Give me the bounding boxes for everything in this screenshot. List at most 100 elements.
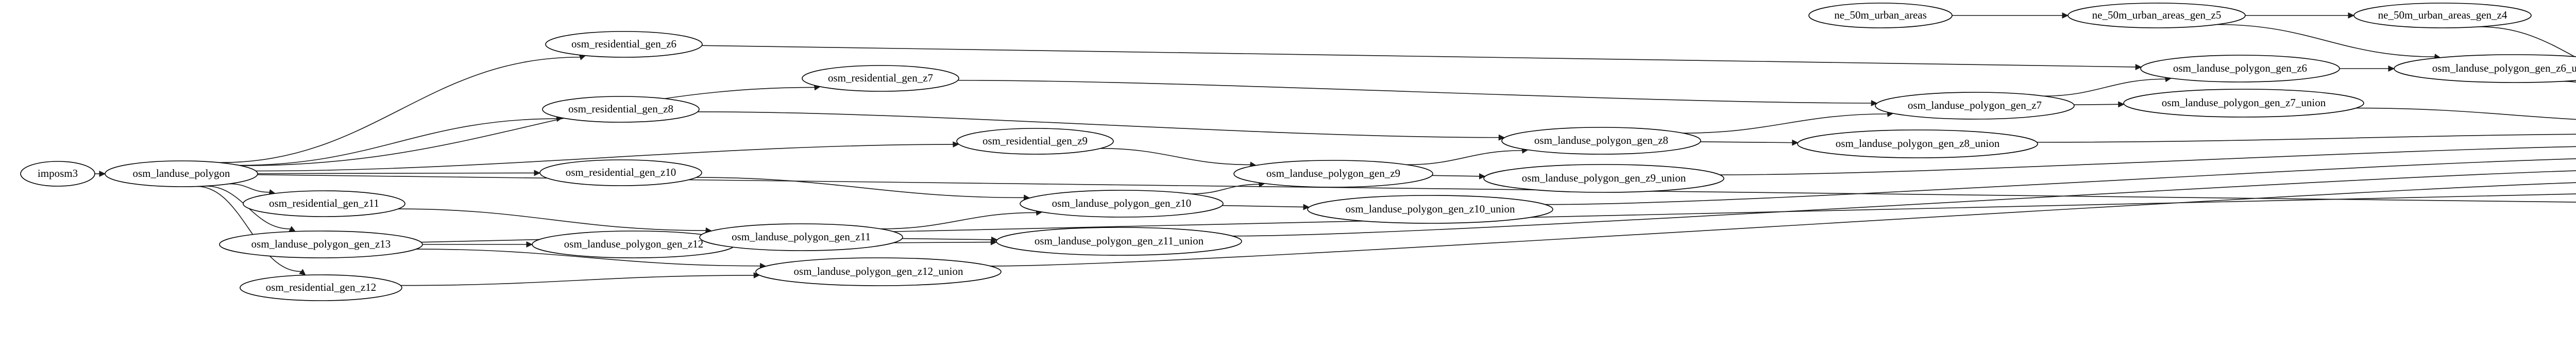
node-ne_50m_urban_areas_gen_z5[interactable]: ne_50m_urban_areas_gen_z5 (2067, 3, 2246, 28)
node-ne_50m_urban_areas[interactable]: ne_50m_urban_areas (1808, 3, 1953, 28)
node-osm_landuse_polygon_gen_z12_union[interactable]: osm_landuse_polygon_gen_z12_union (755, 257, 1002, 286)
node-osm_landuse_polygon_gen_z8[interactable]: osm_landuse_polygon_gen_z8 (1501, 127, 1701, 155)
edge-osm_residential_gen_z7-to-osm_landuse_polygon_gen_z7 (958, 79, 1872, 104)
arrowhead-icon (1792, 139, 1799, 146)
node-shape (545, 31, 703, 58)
arrowhead-icon (99, 171, 106, 177)
node-osm_landuse_polygon_gen_z10[interactable]: osm_landuse_polygon_gen_z10 (1020, 190, 1224, 218)
node-osm_residential_gen_z6[interactable]: osm_residential_gen_z6 (545, 31, 703, 58)
node-layer: imposm3 osm_landuse_polygon osm_residentia… (20, 3, 2576, 301)
node-label: osm_landuse_polygon_gen_z9_union (1522, 172, 1686, 184)
arrowhead-icon (991, 236, 998, 243)
node-ne_50m_urban_areas_gen_z4[interactable]: ne_50m_urban_areas_gen_z4 (2353, 3, 2532, 28)
edge-osm_landuse_polygon_gen_z10_union-to-layer_landuse_z10 (1545, 158, 2576, 205)
edge-osm_landuse_polygon-to-osm_residential_gen_z6 (219, 57, 580, 163)
node-shape (699, 223, 903, 251)
node-label: osm_landuse_polygon (133, 167, 230, 179)
node-label: osm_landuse_polygon_gen_z8 (1534, 134, 1668, 146)
arrowhead-icon (2135, 63, 2142, 70)
edge-osm_residential_gen_z6-to-osm_landuse_polygon_gen_z6 (702, 45, 2136, 68)
arrowhead-icon (2118, 101, 2125, 108)
node-shape (1875, 92, 2075, 120)
node-osm_landuse_polygon_gen_z7[interactable]: osm_landuse_polygon_gen_z7 (1875, 92, 2075, 120)
node-label: osm_landuse_polygon_gen_z7 (1908, 99, 2042, 111)
arrowhead-icon (2348, 12, 2355, 19)
node-shape (2067, 3, 2246, 28)
edge-osm_landuse_polygon_gen_z6_union-to-layer_landuse_z6 (2563, 80, 2576, 83)
edge-osm_landuse_polygon_gen_z10-to-osm_landuse_polygon_gen_z9 (1191, 184, 1259, 194)
node-osm_landuse_polygon_gen_z13[interactable]: osm_landuse_polygon_gen_z13 (219, 231, 423, 258)
edge-osm_landuse_polygon_gen_z9-to-osm_landuse_polygon_gen_z8 (1406, 150, 1522, 166)
node-label: osm_landuse_polygon_gen_z12_union (794, 265, 963, 277)
edge-osm_residential_gen_z9-to-osm_landuse_polygon_gen_z9 (1100, 147, 1250, 166)
node-label: osm_residential_gen_z8 (568, 103, 673, 115)
node-osm_landuse_polygon_gen_z8_union[interactable]: osm_landuse_polygon_gen_z8_union (1797, 129, 2038, 158)
arrowhead-icon (526, 241, 533, 248)
node-osm_residential_gen_z9[interactable]: osm_residential_gen_z9 (956, 128, 1114, 155)
node-osm_landuse_polygon_gen_z9[interactable]: osm_landuse_polygon_gen_z9 (1233, 160, 1433, 188)
arrowhead-icon (534, 170, 541, 176)
node-osm_landuse_polygon_gen_z7_union[interactable]: osm_landuse_polygon_gen_z7_union (2123, 89, 2364, 118)
node-shape (243, 190, 405, 217)
node-osm_landuse_polygon_gen_z10_union[interactable]: osm_landuse_polygon_gen_z10_union (1307, 195, 1553, 224)
node-shape (2140, 55, 2340, 83)
node-shape (996, 227, 1242, 256)
node-shape (2394, 54, 2576, 83)
node-osm_landuse_polygon_gen_z6_union[interactable]: osm_landuse_polygon_gen_z6_union (2394, 54, 2576, 83)
edge-osm_landuse_polygon_gen_z12_union-to-layer_landuse_z12 (990, 182, 2576, 267)
edge-osm_residential_gen_z11-to-osm_landuse_polygon_gen_z11 (398, 208, 706, 231)
node-imposm3[interactable]: imposm3 (20, 161, 95, 187)
edge-osm_landuse_polygon-to-osm_residential_gen_z7 (241, 87, 815, 167)
node-shape (802, 65, 959, 92)
edge-osm_residential_gen_z10-to-osm_landuse_polygon_gen_z10 (696, 177, 1024, 199)
node-label: ne_50m_urban_areas_gen_z4 (2378, 9, 2507, 21)
node-label: osm_landuse_polygon_gen_z10 (1052, 197, 1192, 209)
node-label: imposm3 (38, 167, 78, 179)
arrowhead-icon (1498, 134, 1505, 141)
arrowhead-icon (953, 141, 960, 148)
edge-osm_landuse_polygon_gen_z7-to-osm_landuse_polygon_gen_z7_union (2074, 104, 2119, 105)
edge-osm_residential_gen_z8-to-osm_landuse_polygon_gen_z8 (698, 111, 1499, 138)
node-shape (1233, 160, 1433, 188)
node-shape (219, 231, 423, 258)
node-osm_landuse_polygon_gen_z11_union[interactable]: osm_landuse_polygon_gen_z11_union (996, 227, 1242, 256)
node-osm_landuse_polygon_gen_z11[interactable]: osm_landuse_polygon_gen_z11 (699, 223, 903, 251)
edge-osm_landuse_polygon_gen_z9_union-to-layer_landuse_z9 (1720, 146, 2576, 175)
edge-osm_landuse_polygon_gen_z11-to-osm_landuse_polygon_gen_z11_union (902, 238, 992, 240)
node-osm_residential_gen_z10[interactable]: osm_residential_gen_z10 (539, 159, 702, 186)
node-osm_landuse_polygon[interactable]: osm_landuse_polygon (105, 160, 258, 187)
node-osm_landuse_polygon_gen_z9_union[interactable]: osm_landuse_polygon_gen_z9_union (1483, 164, 1724, 193)
node-shape (1307, 195, 1553, 224)
node-shape (1808, 3, 1953, 28)
node-osm_residential_gen_z12[interactable]: osm_residential_gen_z12 (240, 274, 402, 301)
node-shape (542, 96, 700, 123)
arrowhead-icon (1871, 100, 1878, 106)
node-label: osm_landuse_polygon_gen_z6_union (2432, 62, 2576, 74)
arrowhead-icon (2062, 12, 2069, 19)
node-label: osm_residential_gen_z9 (982, 135, 1088, 147)
node-shape (105, 160, 258, 187)
node-osm_residential_gen_z8[interactable]: osm_residential_gen_z8 (542, 96, 700, 123)
node-shape (1797, 129, 2038, 158)
edge-osm_landuse_polygon_gen_z9-to-osm_landuse_polygon_gen_z9_union (1432, 175, 1480, 177)
edge-osm_landuse_polygon-to-osm_residential_gen_z12 (197, 186, 301, 272)
node-label: osm_landuse_polygon_gen_z8_union (1836, 137, 2000, 150)
node-osm_residential_gen_z7[interactable]: osm_residential_gen_z7 (802, 65, 959, 92)
arrowhead-icon (1303, 204, 1310, 210)
node-osm_landuse_polygon_gen_z6[interactable]: osm_landuse_polygon_gen_z6 (2140, 55, 2340, 83)
node-shape (2123, 89, 2364, 118)
arrowhead-icon (2388, 65, 2395, 72)
node-label: osm_landuse_polygon_gen_z10_union (1346, 203, 1515, 215)
edge-ne_50m_urban_areas_gen_z5-to-osm_landuse_polygon_gen_z6_union (2217, 24, 2435, 57)
node-shape (956, 128, 1114, 155)
node-label: osm_residential_gen_z7 (828, 72, 933, 84)
node-label: osm_residential_gen_z11 (269, 197, 379, 209)
node-osm_residential_gen_z11[interactable]: osm_residential_gen_z11 (243, 190, 405, 217)
node-shape (539, 159, 702, 186)
node-label: osm_residential_gen_z10 (566, 166, 676, 178)
arrowhead-icon (1479, 173, 1486, 179)
edge-osm_landuse_polygon-to-osm_residential_gen_z9 (256, 144, 953, 172)
node-label: ne_50m_urban_areas (1834, 9, 1927, 21)
node-osm_landuse_polygon_gen_z12[interactable]: osm_landuse_polygon_gen_z12 (532, 231, 736, 258)
